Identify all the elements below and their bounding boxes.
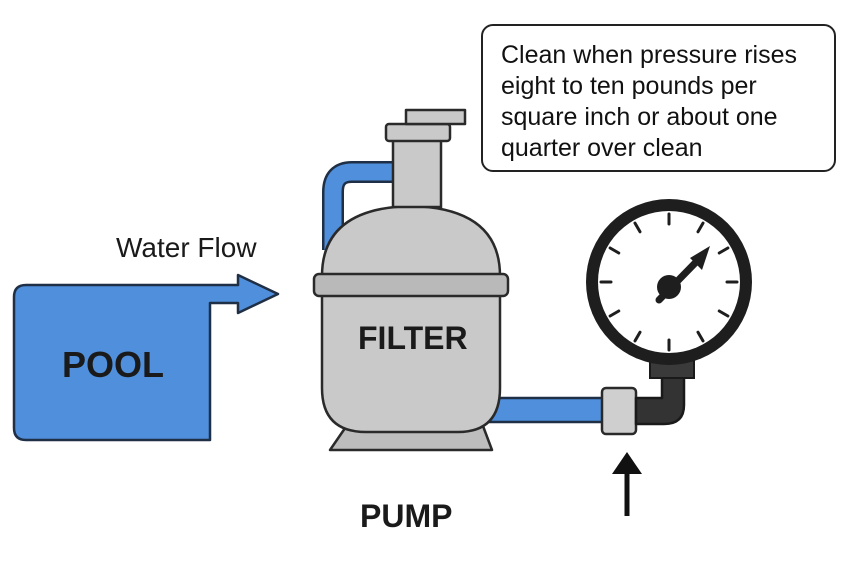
gauge-tick xyxy=(608,246,621,255)
pipe-coupling xyxy=(600,386,638,436)
pump-label: PUMP xyxy=(360,498,453,534)
callout-line: Clean when pressure rises xyxy=(501,41,797,69)
gauge-tick xyxy=(717,246,730,255)
pool-shape xyxy=(12,273,280,442)
filter-label: FILTER xyxy=(358,320,468,356)
gauge-tick xyxy=(717,309,730,318)
gauge-tick xyxy=(696,330,705,343)
pressure-gauge-icon xyxy=(586,199,752,365)
callout-line: square inch or about one xyxy=(501,103,778,131)
water-flow-label: Water Flow xyxy=(116,232,257,263)
filter-tank xyxy=(312,108,510,452)
gauge-tick xyxy=(633,221,642,234)
pool-label: POOL xyxy=(62,344,165,385)
callout-line: eight to ten pounds per xyxy=(501,72,757,100)
gauge-tick xyxy=(696,221,705,234)
gauge-tick xyxy=(633,330,642,343)
outlet-pipe xyxy=(486,396,610,424)
gauge-tick xyxy=(608,309,621,318)
callout-line: quarter over clean xyxy=(501,134,703,162)
maintenance-callout: Clean when pressure rises eight to ten p… xyxy=(481,24,836,172)
pipe-elbow xyxy=(634,370,686,426)
arrow-up-icon xyxy=(612,452,642,516)
